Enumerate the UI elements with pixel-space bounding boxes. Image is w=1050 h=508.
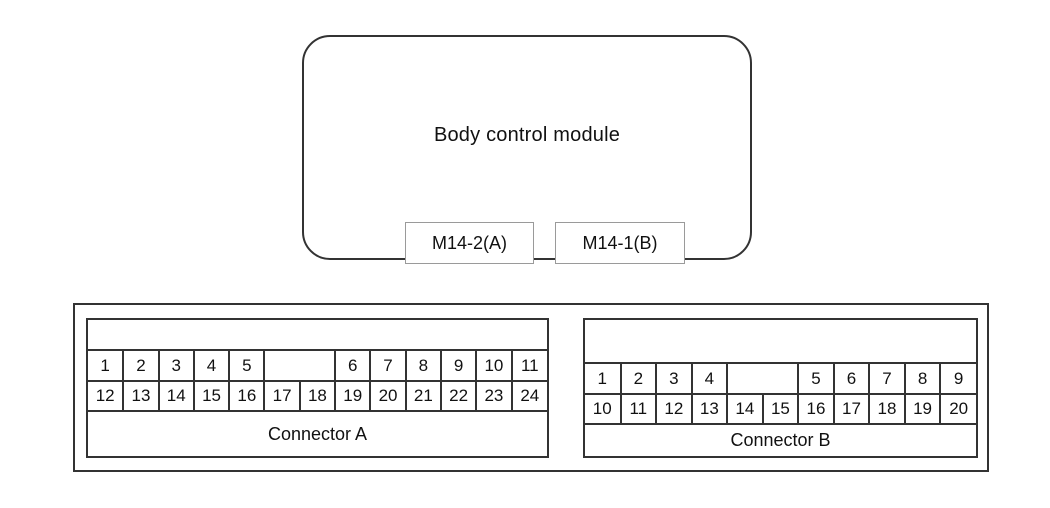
pin-cell-12: 12 bbox=[88, 380, 125, 411]
pin-cell-5: 5 bbox=[797, 364, 835, 395]
pin-cell-6: 6 bbox=[334, 351, 372, 382]
pin-cell-8: 8 bbox=[903, 364, 942, 395]
pin-cell-17: 17 bbox=[832, 393, 871, 424]
connector-a-label: Connector A bbox=[267, 423, 368, 444]
pin-cell-15: 15 bbox=[192, 380, 231, 411]
pin-cell-13: 13 bbox=[122, 380, 160, 411]
pin-cell-3: 3 bbox=[157, 351, 195, 382]
pin-cell-1: 1 bbox=[585, 364, 622, 395]
body-control-module-box: Body control module M14-2(A) M14-1(B) bbox=[302, 35, 752, 264]
pin-cell-9: 9 bbox=[439, 351, 478, 382]
pin-cell-15: 15 bbox=[761, 393, 800, 424]
connector-b-housing-tab bbox=[585, 320, 976, 364]
pin-cell-19: 19 bbox=[334, 380, 372, 411]
connector-tag-m14-2a: M14-2(A) bbox=[405, 222, 534, 264]
pin-cell-2: 2 bbox=[122, 351, 160, 382]
pin-cell-5: 5 bbox=[228, 351, 266, 382]
pin-cell-7: 7 bbox=[369, 351, 407, 382]
pin-cell-7: 7 bbox=[868, 364, 906, 395]
pin-cell-16: 16 bbox=[797, 393, 835, 424]
pin-cell-13: 13 bbox=[690, 393, 729, 424]
blank-key-cell bbox=[263, 351, 337, 382]
pin-cell-17: 17 bbox=[263, 380, 301, 411]
pin-cell-20: 20 bbox=[939, 393, 976, 424]
pin-cell-20: 20 bbox=[369, 380, 407, 411]
pin-cell-3: 3 bbox=[655, 364, 693, 395]
pin-cell-6: 6 bbox=[832, 364, 871, 395]
pin-cell-9: 9 bbox=[939, 364, 976, 395]
pin-cell-12: 12 bbox=[655, 393, 693, 424]
pin-cell-18: 18 bbox=[868, 393, 906, 424]
pin-cell-14: 14 bbox=[726, 393, 764, 424]
pin-cell-11: 11 bbox=[510, 351, 547, 382]
pin-cell-23: 23 bbox=[475, 380, 513, 411]
pin-cell-4: 4 bbox=[690, 364, 729, 395]
connector-a-housing-tab bbox=[88, 320, 547, 351]
pin-cell-10: 10 bbox=[585, 393, 622, 424]
pin-cell-22: 22 bbox=[439, 380, 478, 411]
pin-cell-16: 16 bbox=[228, 380, 266, 411]
connector-b-label: Connector B bbox=[730, 430, 831, 450]
connector-tag-m14-1b: M14-1(B) bbox=[555, 222, 685, 264]
blank-key-cell bbox=[726, 364, 800, 395]
pin-cell-24: 24 bbox=[510, 380, 547, 411]
pin-cell-19: 19 bbox=[903, 393, 942, 424]
pin-cell-8: 8 bbox=[404, 351, 442, 382]
pin-cell-10: 10 bbox=[475, 351, 513, 382]
pin-cell-21: 21 bbox=[404, 380, 442, 411]
pin-cell-18: 18 bbox=[298, 380, 337, 411]
pin-cell-1: 1 bbox=[88, 351, 125, 382]
pin-cell-2: 2 bbox=[619, 364, 658, 395]
module-title: Body control module bbox=[433, 124, 621, 146]
pin-cell-14: 14 bbox=[157, 380, 195, 411]
pin-cell-4: 4 bbox=[192, 351, 231, 382]
pin-cell-11: 11 bbox=[619, 393, 658, 424]
